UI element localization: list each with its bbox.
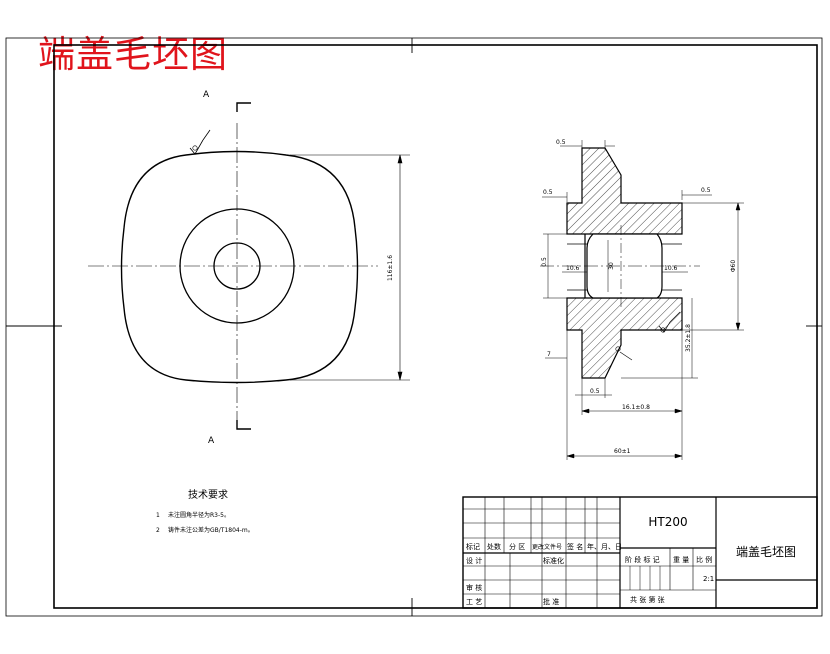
- label-sheets: 共 张 第 张: [630, 595, 665, 604]
- drawing-heading: 端盖毛坯图: [38, 33, 228, 76]
- label-review: 审 核: [466, 583, 482, 592]
- front-height-dimension: [290, 154, 410, 381]
- tech-item-2-text: 铸件未注公差为GB/T1804-m。: [168, 526, 254, 534]
- front-height-dim-text: 116±1.6: [387, 255, 394, 281]
- dim-top: 0.5: [556, 139, 566, 146]
- front-view: [88, 102, 378, 430]
- dim-left: 0.5: [543, 189, 553, 196]
- tech-title: 技术要求: [188, 488, 228, 501]
- section-dimension-lines: [542, 140, 744, 460]
- label-stage-mark: 阶 段 标 记: [625, 555, 660, 564]
- title-material: HT200: [648, 515, 687, 529]
- section-label-bottom: A: [208, 436, 215, 446]
- dim-bottom: 0.5: [590, 388, 600, 395]
- section-label-top: A: [203, 90, 210, 100]
- label-date: 年、月、日: [587, 542, 622, 551]
- tech-item-1-text: 未注圆角半径为R3-5。: [168, 511, 230, 519]
- centering-marks: [6, 38, 822, 616]
- title-part-name: 端盖毛坯图: [736, 545, 796, 559]
- inner-frame: [53, 44, 818, 609]
- dim-60: 60±1: [614, 448, 631, 455]
- dim-vertical-right: 35.2±1.8: [685, 324, 692, 352]
- dim-seven: 7: [547, 351, 551, 358]
- label-scale-value: 2:1: [703, 575, 714, 583]
- label-mark: 标记: [466, 542, 480, 551]
- outer-border: [5, 37, 823, 617]
- dim-right: 0.5: [701, 187, 711, 194]
- label-count: 处数: [487, 542, 501, 551]
- title-block: [462, 496, 818, 609]
- label-weight: 重 量: [673, 556, 689, 564]
- dim-bore-dia: 30: [608, 262, 615, 270]
- tech-item-1-num: 1: [156, 512, 160, 519]
- label-zone: 分 区: [509, 542, 525, 551]
- label-sign: 签 名: [567, 542, 583, 551]
- dim-bore-right: 10.6: [664, 265, 678, 272]
- label-approve: 批 准: [543, 597, 559, 606]
- section-view: [540, 147, 700, 379]
- dim-bore-left: 10.6: [566, 265, 580, 272]
- dim-16: 16.1±0.8: [622, 404, 650, 411]
- label-process: 工 艺: [466, 598, 482, 606]
- label-design: 设 计: [466, 556, 482, 565]
- dim-outer-dia: Φ60: [730, 260, 737, 273]
- label-scale: 比 例: [696, 555, 712, 564]
- label-standardize: 标准化: [543, 556, 564, 565]
- dim-left-vertical: 0.5: [541, 257, 548, 267]
- label-doc-no: 更改文件号: [532, 543, 562, 551]
- tech-item-2-num: 2: [156, 527, 160, 534]
